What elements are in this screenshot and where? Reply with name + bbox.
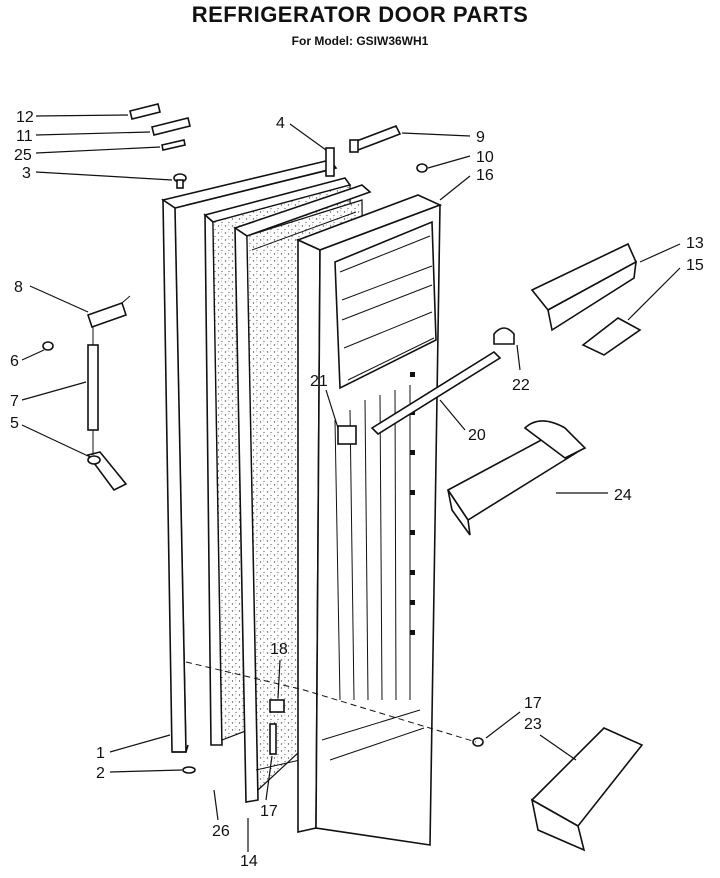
callout-25: 25 bbox=[14, 147, 32, 164]
screw-17-left bbox=[269, 723, 277, 755]
callout-17-right: 17 bbox=[524, 695, 542, 712]
callout-18: 18 bbox=[270, 641, 288, 658]
hinge-pin-4 bbox=[325, 147, 335, 177]
callout-8: 8 bbox=[14, 279, 23, 296]
dairy-tray-15 bbox=[581, 317, 642, 356]
shelf-bracket-21 bbox=[337, 425, 357, 445]
callout-24: 24 bbox=[614, 487, 632, 504]
bottom-hinge-5 bbox=[86, 451, 128, 492]
callout-4: 4 bbox=[276, 115, 285, 132]
trim-strips bbox=[129, 103, 191, 151]
callout-5: 5 bbox=[10, 415, 19, 432]
callout-7: 7 bbox=[10, 393, 19, 410]
assembly-lines bbox=[92, 327, 477, 743]
leader-lines bbox=[21, 114, 681, 852]
screw-10 bbox=[416, 163, 428, 173]
door-outer-frame bbox=[161, 159, 338, 753]
callout-1: 1 bbox=[96, 745, 105, 762]
callout-26: 26 bbox=[212, 823, 230, 840]
callout-6: 6 bbox=[10, 353, 19, 370]
spring-rod-7 bbox=[87, 344, 99, 431]
callout-15: 15 bbox=[686, 257, 704, 274]
callout-16: 16 bbox=[476, 167, 494, 184]
door-bin-24 bbox=[446, 420, 587, 536]
callout-17-left: 17 bbox=[260, 803, 278, 820]
clip-18 bbox=[269, 699, 285, 713]
callout-22: 22 bbox=[512, 377, 530, 394]
screw-2 bbox=[182, 766, 196, 774]
shelf-bar-20 bbox=[370, 350, 502, 436]
screw-3 bbox=[173, 173, 187, 189]
callout-23: 23 bbox=[524, 716, 542, 733]
small-bin-23 bbox=[530, 727, 644, 852]
top-hinge-8 bbox=[86, 295, 131, 329]
diagram-title: REFRIGERATOR DOOR PARTS bbox=[191, 2, 529, 27]
callout-labels: 12 11 25 3 4 9 10 16 8 6 7 5 13 15 21 22… bbox=[10, 109, 704, 870]
dairy-door-13 bbox=[530, 242, 638, 332]
screw-6 bbox=[42, 341, 54, 351]
screw-17-right bbox=[472, 737, 484, 747]
callout-10: 10 bbox=[476, 149, 494, 166]
callout-21: 21 bbox=[310, 373, 328, 390]
callout-9: 9 bbox=[476, 129, 485, 146]
shelf-retainer-22 bbox=[493, 327, 515, 345]
handle-9 bbox=[349, 124, 402, 153]
callout-3: 3 bbox=[22, 165, 31, 182]
callout-12: 12 bbox=[16, 109, 34, 126]
model-subtitle: For Model: GSIW36WH1 bbox=[291, 34, 429, 48]
callout-13: 13 bbox=[686, 235, 704, 252]
door-inner-liner bbox=[295, 194, 443, 846]
callout-14: 14 bbox=[240, 853, 258, 870]
callout-2: 2 bbox=[96, 765, 105, 782]
callout-20: 20 bbox=[468, 427, 486, 444]
callout-11: 11 bbox=[16, 128, 33, 145]
